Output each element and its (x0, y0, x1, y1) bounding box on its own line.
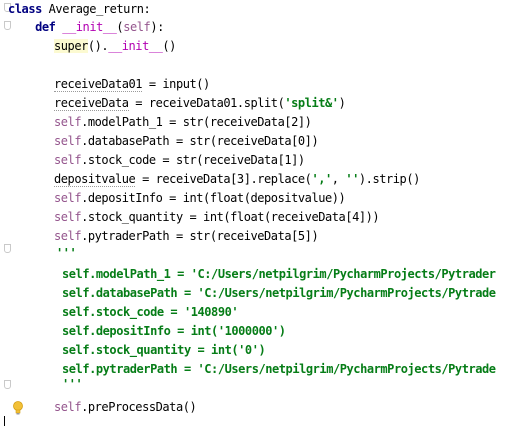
fold-marker-icon[interactable] (4, 380, 11, 389)
docstring-line-model-path[interactable]: self.modelPath_1 = 'C:/Users/netpilgrim/… (62, 267, 496, 281)
code-line-pytrader-path[interactable]: self.pytraderPath = str(receiveData[5]) (54, 229, 319, 243)
fold-marker-icon[interactable] (4, 21, 11, 30)
code-line-model-path[interactable]: self.modelPath_1 = str(receiveData[2]) (54, 115, 312, 129)
docstring-line-deposit-info[interactable]: self.depositInfo = int('1000000') (62, 324, 286, 338)
fold-marker-icon[interactable] (4, 3, 11, 12)
docstring-line-pytrader-path[interactable]: self.pytraderPath = 'C:/Users/netpilgrim… (62, 362, 496, 376)
editor-gutter[interactable] (0, 0, 18, 424)
code-line-database-path[interactable]: self.databasePath = str(receiveData[0]) (54, 134, 319, 148)
docstring-open[interactable]: ''' (56, 246, 77, 260)
code-line-stock-code[interactable]: self.stock_code = str(receiveData[1]) (54, 153, 305, 167)
code-line-preprocess[interactable]: self.preProcessData() (54, 400, 197, 414)
code-line-deposit-info[interactable]: self.depositInfo = int(float(depositvalu… (54, 191, 346, 205)
code-line-stock-quantity[interactable]: self.stock_quantity = int(float(receiveD… (54, 210, 380, 224)
class-name: Average_return: (48, 2, 151, 16)
code-line-depositvalue[interactable]: depositvalue = receiveData[3].replace(',… (54, 172, 420, 187)
docstring-line-stock-code[interactable]: self.stock_code = '140890' (62, 305, 239, 319)
docstring-line-database-path[interactable]: self.databasePath = 'C:/Users/netpilgrim… (62, 286, 496, 300)
code-line-class[interactable]: class Average_return: (8, 2, 151, 16)
code-line-receive01[interactable]: receiveData01 = input() (54, 77, 210, 92)
docstring-line-stock-quantity[interactable]: self.stock_quantity = int('0') (62, 343, 266, 357)
code-line-receive[interactable]: receiveData = receiveData01.split('split… (54, 96, 346, 111)
text-caret (4, 416, 5, 426)
fold-marker-icon[interactable] (4, 244, 11, 253)
lightbulb-icon[interactable] (12, 401, 24, 415)
code-line-super[interactable]: super().__init__() (54, 39, 176, 53)
code-line-def[interactable]: def __init__(self): (35, 20, 164, 34)
docstring-close[interactable]: ''' (62, 377, 83, 391)
